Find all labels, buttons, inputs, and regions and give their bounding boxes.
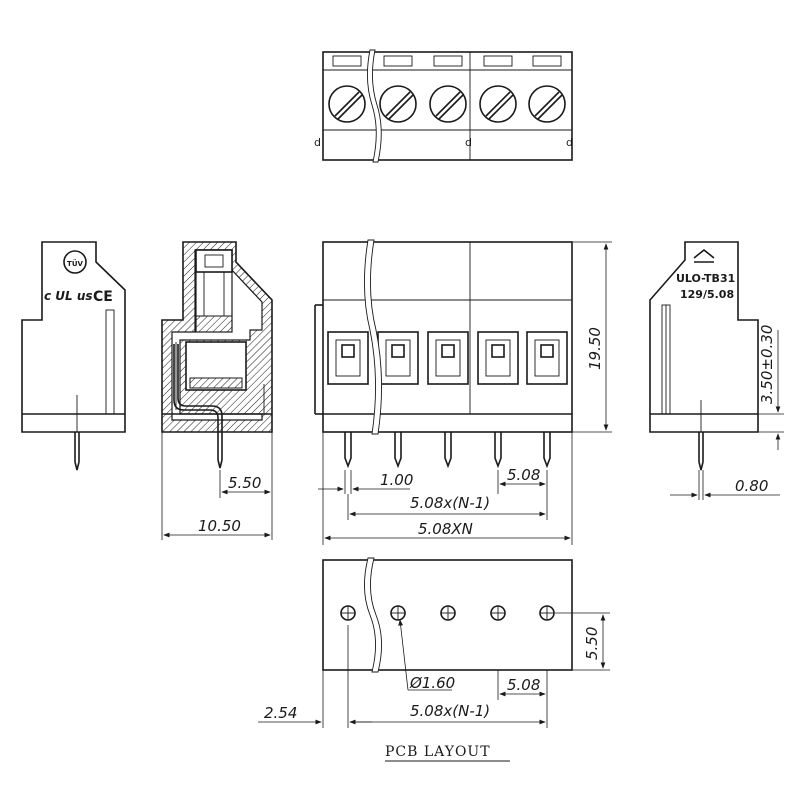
front-view-pins (344, 432, 551, 469)
part-label: ULO-TB31 (676, 272, 735, 285)
front-view-wire-entries (327, 331, 568, 385)
tuv-logo: TÜV (63, 250, 87, 274)
dim-pcb-edge: 2.54 (264, 704, 297, 722)
pcb-layout-view (322, 557, 573, 673)
dimensions: 19.50 3.50±0.30 0.80 5.50 10.50 1.00 (161, 241, 784, 728)
dim-span-total: 5.08XN (418, 520, 473, 538)
dim-side-pin-offset: 5.50 (228, 474, 261, 492)
svg-text:TÜV: TÜV (67, 259, 83, 268)
svg-text:d: d (566, 136, 573, 149)
dim-pin-diameter: 1.00 (380, 471, 413, 489)
dim-span-n-minus-1: 5.08x(N-1) (410, 494, 490, 512)
dim-top-offset: 3.50±0.30 (758, 325, 776, 404)
svg-text:d: d (314, 136, 321, 149)
dim-pcb-span: 5.08x(N-1) (410, 702, 490, 720)
ul-logo: c UL us (44, 289, 93, 303)
top-view-screws (328, 85, 566, 123)
top-view: d d d (314, 49, 573, 163)
part-sublabel: 129/5.08 (680, 288, 734, 301)
dim-pcb-pitch: 5.08 (507, 676, 540, 694)
dim-hole-diameter: Ø1.60 (409, 674, 455, 692)
dim-height: 19.50 (586, 327, 604, 370)
ulo-logo-icon (693, 248, 715, 263)
front-view (314, 239, 573, 469)
dim-pin-width: 0.80 (735, 477, 768, 495)
dim-pcb-row-offset: 5.50 (583, 627, 601, 660)
ce-logo: CE (93, 289, 113, 305)
svg-text:d: d (465, 136, 472, 149)
left-side-view: TÜV c UL us CE (21, 241, 126, 471)
dim-pitch: 5.08 (507, 466, 540, 484)
top-view-tabs (332, 55, 562, 67)
right-side-view: ULO-TB31 129/5.08 (649, 241, 759, 471)
pcb-layout-title: PCB LAYOUT (385, 744, 491, 760)
cross-section-view (161, 241, 273, 469)
pcb-holes (340, 605, 555, 621)
dim-side-depth: 10.50 (198, 517, 241, 535)
